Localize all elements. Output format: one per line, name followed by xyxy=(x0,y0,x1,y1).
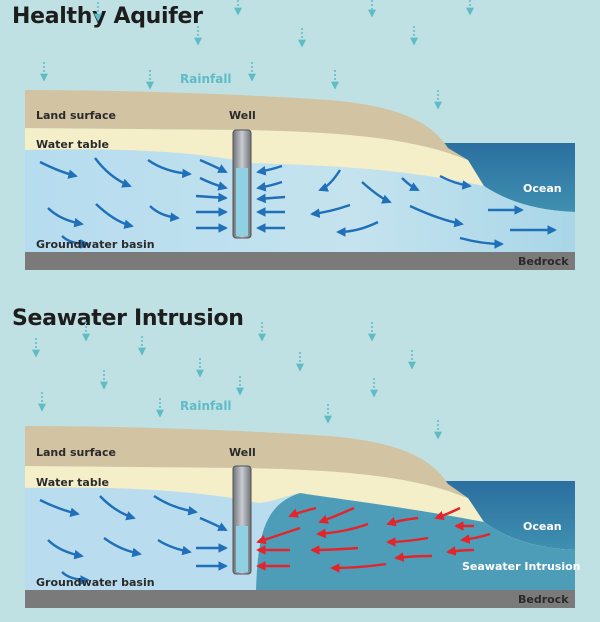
freshwater-flow-arrows xyxy=(39,495,228,585)
ocean-label: Ocean xyxy=(523,520,562,533)
rainfall-label: Rainfall xyxy=(180,72,232,86)
sand-layer xyxy=(25,466,484,522)
panel-healthy: Rainfall xyxy=(25,0,575,270)
ocean xyxy=(440,481,575,550)
groundwater-layer xyxy=(25,149,575,252)
water-table-label: Water table xyxy=(36,138,109,151)
land-layer xyxy=(25,90,468,160)
land-layer xyxy=(25,426,468,498)
bedrock-label: Bedrock xyxy=(518,255,569,268)
well xyxy=(232,129,252,239)
rainfall-label: Rainfall xyxy=(180,399,232,413)
ocean-label: Ocean xyxy=(523,182,562,195)
groundwater-basin-label: Groundwater basin xyxy=(36,238,155,251)
well xyxy=(232,465,252,575)
sand-layer xyxy=(25,128,484,186)
panel-intrusion: Rainfall xyxy=(25,322,581,608)
rain-drops xyxy=(32,322,442,440)
groundwater-basin-label: Groundwater basin xyxy=(36,576,155,589)
panel-title-intrusion: Seawater Intrusion xyxy=(12,306,244,331)
ocean xyxy=(440,143,575,212)
bedrock-label: Bedrock xyxy=(518,593,569,606)
rain-drops xyxy=(40,0,474,110)
well-label: Well xyxy=(229,109,256,122)
bedrock xyxy=(25,252,575,270)
panel-title-healthy: Healthy Aquifer xyxy=(12,4,203,29)
water-table-label: Water table xyxy=(36,476,109,489)
land-surface-label: Land surface xyxy=(36,109,116,122)
seawater-intrusion-label: Seawater Intrusion xyxy=(462,560,581,573)
seawater-flow-arrows xyxy=(256,506,491,573)
land-surface-label: Land surface xyxy=(36,446,116,459)
bedrock xyxy=(25,590,575,608)
freshwater-flow-arrows xyxy=(39,157,557,249)
well-label: Well xyxy=(229,446,256,459)
